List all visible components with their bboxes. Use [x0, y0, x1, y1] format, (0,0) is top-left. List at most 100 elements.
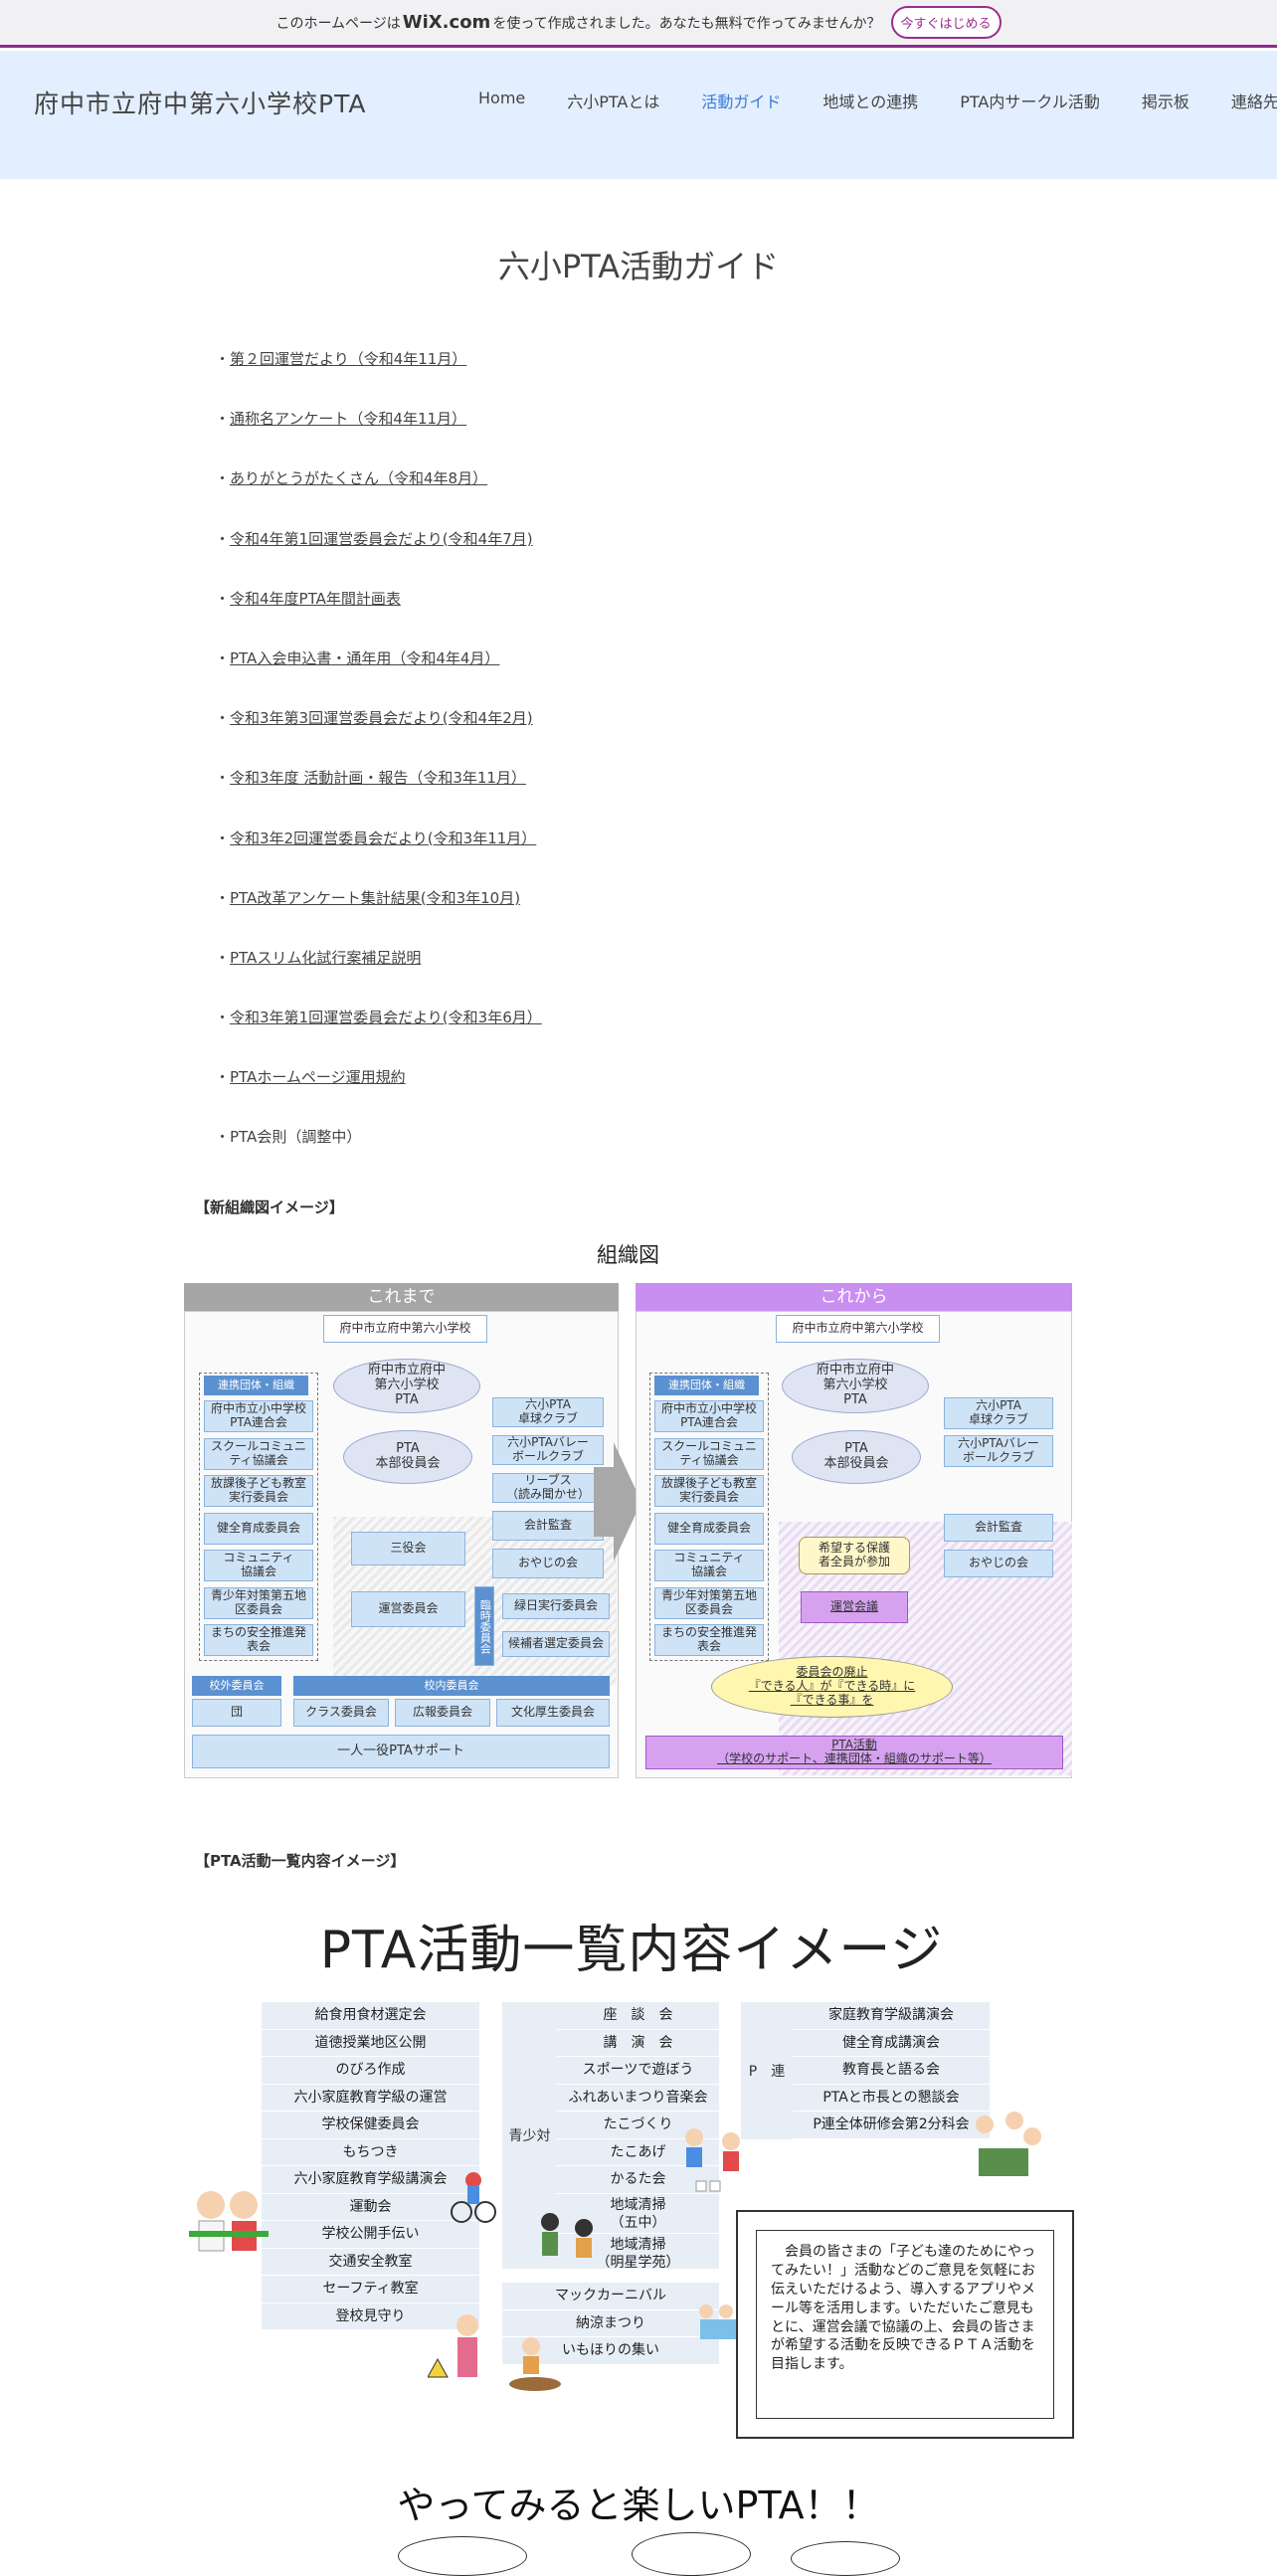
- after-school: 府中市立府中第六小学校: [776, 1315, 940, 1343]
- site-title[interactable]: 府中市立府中第六小学校PTA: [34, 90, 367, 118]
- bullet: ・: [215, 888, 231, 907]
- before-sanyaku: 三役会: [351, 1532, 465, 1565]
- after-renkei-item: 府中市立小中学校 PTA連合会: [654, 1400, 764, 1432]
- document-link[interactable]: PTAホームページ運用規約: [230, 1068, 406, 1087]
- after-unei-kaigi: 運営会議: [801, 1591, 908, 1623]
- document-link[interactable]: 令和3年第3回運営委員会だより(令和4年2月): [230, 709, 533, 728]
- document-link-item: ・令和3年2回運営委員会だより(令和3年11月）: [215, 828, 542, 887]
- bubble-3: [791, 2541, 900, 2576]
- col1-cell: 学校保健委員会: [262, 2112, 479, 2139]
- document-link[interactable]: PTA改革アンケート集計結果(令和3年10月): [230, 888, 521, 907]
- nav-contact[interactable]: 連絡先: [1230, 92, 1277, 111]
- document-link[interactable]: 令和3年第1回運営委員会だより(令和3年6月）: [230, 1009, 542, 1027]
- document-link[interactable]: PTA入会申込書・通年用（令和4年4月）: [230, 648, 500, 667]
- after-renkei-item: 放課後子ども教室 実行委員会: [654, 1475, 764, 1507]
- before-konai-3: 文化厚生委員会: [496, 1699, 610, 1727]
- col2-cell: ふれあいまつり音楽会: [557, 2085, 719, 2112]
- col1-cell: 六小家庭教育学級の運営: [262, 2085, 479, 2112]
- pren-label: P 連: [748, 2064, 786, 2080]
- col3-cell: P連全体研修会第2分科会: [793, 2112, 990, 2139]
- seishoutai-label: 青少対: [508, 2128, 551, 2144]
- col1-cell: 学校公開手伝い: [262, 2221, 479, 2249]
- col1-cell: 登校見守り: [262, 2303, 479, 2330]
- document-link[interactable]: 第２回運営だより（令和4年11月）: [230, 350, 467, 368]
- activity-column-school: 給食用食材選定会道徳授業地区公開のびろ作成六小家庭教育学級の運営学校保健委員会も…: [262, 2002, 479, 2330]
- before-circles-item: おやじの会: [492, 1549, 604, 1578]
- before-school: 府中市立府中第六小学校: [323, 1315, 487, 1343]
- after-oyaji: おやじの会: [944, 1550, 1053, 1577]
- bullet: ・: [215, 828, 231, 847]
- col2-cell: 地域清掃 （五中）: [557, 2194, 719, 2234]
- nav-activity-guide[interactable]: 活動ガイド: [701, 92, 782, 111]
- bullet: ・: [215, 529, 231, 548]
- nav-circles[interactable]: PTA内サークル活動: [960, 92, 1100, 111]
- after-renkei-item: コミュニティ 協議会: [654, 1550, 764, 1581]
- before-konai-2: 広報委員会: [395, 1699, 490, 1727]
- cleanup-illustration-icon: [541, 2213, 593, 2258]
- before-circles-item: 六小PTA 卓球クラブ: [492, 1397, 604, 1427]
- document-link[interactable]: 令和3年2回運営委員会だより(令和3年11月）: [230, 828, 537, 847]
- document-link-item: ・ありがとうがたくさん（令和4年8月）: [215, 467, 542, 527]
- col2-cell: たこづくり: [557, 2112, 719, 2139]
- document-link[interactable]: 令和4年第1回運営委員会だより(令和4年7月): [230, 529, 533, 548]
- after-renkei-item: まちの安全推進発 表会: [654, 1624, 764, 1656]
- bullet: ・: [215, 410, 231, 429]
- before-rinji-item-2: 候補者選定委員会: [502, 1631, 610, 1657]
- nav-about[interactable]: 六小PTAとは: [567, 92, 660, 111]
- kids-illustration-icon: [189, 2191, 269, 2252]
- nav-home[interactable]: Home: [478, 89, 526, 107]
- before-renkei-item: スクールコミュニ ティ協議会: [204, 1437, 313, 1470]
- start-now-button[interactable]: 今すぐはじめる: [890, 6, 1002, 39]
- col2-cell: 講 演 会: [557, 2030, 719, 2057]
- activity-list: PTA活動一覧内容イメージ 給食用食材選定会道徳授業地区公開のびろ作成六小家庭教…: [179, 1890, 1084, 2554]
- potato-digging-illustration-icon: [509, 2337, 561, 2391]
- bullet: ・: [215, 948, 231, 967]
- bullet: ・: [215, 769, 231, 788]
- site-header: 府中市立府中第六小学校PTA Home 六小PTAとは 活動ガイド 地域との連携…: [0, 51, 1277, 179]
- nav-community[interactable]: 地域との連携: [822, 92, 919, 111]
- document-link-item: ・PTA改革アンケート集計結果(令和3年10月): [215, 887, 542, 947]
- col1-cell: 六小家庭教育学級講演会: [262, 2166, 479, 2194]
- document-link[interactable]: 令和3年度 活動計画・報告（令和3年11月）: [230, 769, 526, 788]
- before-konai-1: クラス委員会: [293, 1699, 389, 1727]
- after-kaikei: 会計監査: [944, 1514, 1053, 1542]
- document-link[interactable]: 通称名アンケート（令和4年11月）: [230, 410, 467, 429]
- before-unei: 運営委員会: [351, 1591, 465, 1627]
- banner-suffix: を使って作成されました。あなたも無料で作ってみませんか？: [492, 15, 881, 32]
- before-pta: 府中市立府中 第六小学校 PTA: [333, 1359, 480, 1413]
- before-renkei-item: 健全育成委員会: [204, 1512, 313, 1545]
- col2b-cell: いもほりの集い: [502, 2337, 719, 2365]
- activity-title: PTA活動一覧内容イメージ: [319, 1921, 944, 1980]
- before-renkei-tag: 連携団体・組織: [204, 1376, 308, 1395]
- bullet: ・: [215, 648, 231, 667]
- col3-cell: 家庭教育学級講演会: [793, 2002, 990, 2030]
- bullet: ・: [215, 589, 231, 608]
- before-circles-item: リーブス （読み聞かせ）: [492, 1473, 604, 1503]
- after-renkei-item: スクールコミュニ ティ協議会: [654, 1437, 764, 1470]
- before-renkei-item: 放課後子ども教室 実行委員会: [204, 1475, 313, 1507]
- before-kogai-item: 団: [192, 1699, 281, 1727]
- activity-column-seishoutai: 青少対 座 談 会講 演 会スポーツで遊ぼうふれあいまつり音楽会たこづくりたこあ…: [502, 2002, 719, 2274]
- wix-logo[interactable]: WiX.com: [402, 12, 491, 33]
- before-renkei-frame: [199, 1373, 318, 1661]
- org-chart: 組織図 これまで これから 府中市立府中第六小学校 府中市立府中 第六小学校 P…: [182, 1233, 1074, 1780]
- org-chart-title: 組織図: [597, 1243, 659, 1267]
- col3-cell: PTAと市長との懇談会: [793, 2085, 990, 2112]
- col2-cell: たこあげ: [557, 2139, 719, 2166]
- after-pta: 府中市立府中 第六小学校 PTA: [782, 1359, 929, 1413]
- before-honbu: PTA 本部役員会: [343, 1430, 472, 1484]
- before-renkei-item: コミュニティ 協議会: [204, 1550, 313, 1581]
- before-header: これまで: [184, 1283, 619, 1311]
- nav-board[interactable]: 掲示板: [1141, 92, 1189, 111]
- document-link[interactable]: 令和4年度PTA年間計画表: [230, 589, 401, 608]
- col1-cell: のびろ作成: [262, 2057, 479, 2085]
- document-link[interactable]: ありがとうがたくさん（令和4年8月）: [230, 469, 488, 488]
- crossing-guard-illustration-icon: [428, 2314, 478, 2378]
- document-link[interactable]: PTAスリム化試行案補足説明: [230, 948, 422, 967]
- document-link-item: ・令和3年度 活動計画・報告（令和3年11月）: [215, 767, 542, 827]
- document-link-item: ・令和3年第3回運営委員会だより(令和4年2月): [215, 707, 542, 767]
- page-title: 六小PTA活動ガイド: [497, 248, 780, 285]
- before-konai-tag: 校内委員会: [293, 1676, 610, 1696]
